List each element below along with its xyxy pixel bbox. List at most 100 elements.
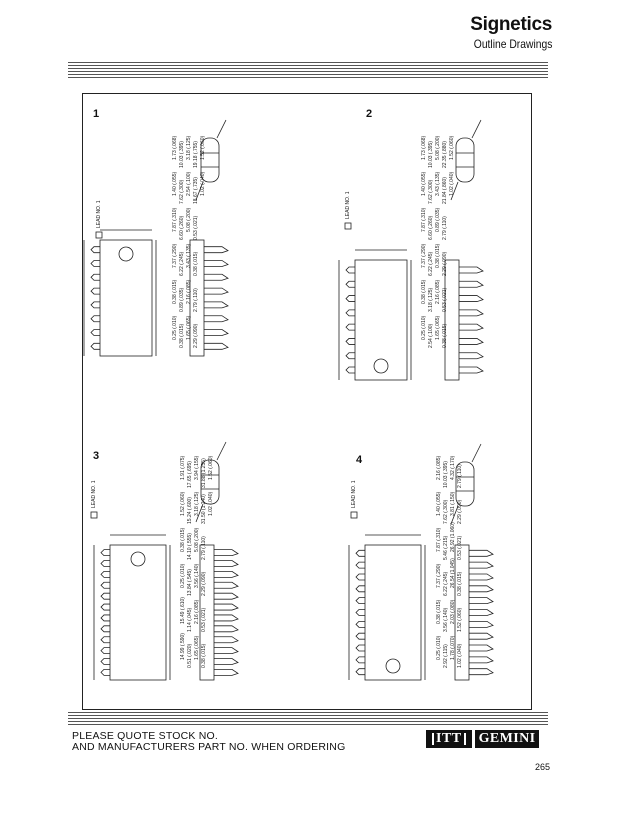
- dimension-label: 1.02 (.040): [457, 643, 463, 668]
- pin-left: [355, 549, 365, 557]
- figure-3-drawing: LEAD NO. 11.91 (.075)1.52 (.060)0.38 (.0…: [90, 441, 239, 681]
- dimension-label: 0.38 (.015): [457, 571, 463, 596]
- dimension-label: 2.16 (.085): [186, 279, 192, 304]
- pin-left: [355, 656, 365, 664]
- top-rule-divider: [68, 62, 548, 80]
- pin-left: [90, 287, 100, 295]
- dimension-label: 1.73 (.068): [172, 135, 178, 160]
- dimension-label: 0.38 (.015): [421, 279, 427, 304]
- dimension-label: 2.79 (.110): [457, 464, 463, 488]
- dimension-label: 6.60 (.260): [179, 215, 185, 240]
- dimension-label: 10.03 (.395): [179, 141, 185, 168]
- dimension-label: 1.78 (.070): [450, 635, 456, 660]
- package-top-view: [99, 239, 153, 357]
- dimension-label: 2.03 (.080): [450, 599, 456, 624]
- pin-side: [469, 573, 494, 581]
- pin-left: [355, 644, 365, 652]
- pin-side: [459, 266, 484, 274]
- pin1-notch: [118, 246, 134, 262]
- dimension-label: 3.43 (.135): [186, 243, 192, 268]
- pin-left: [345, 352, 355, 360]
- dimension-label: 1.40 (.055): [172, 171, 178, 196]
- dimension-label: 2.54 (.100): [428, 323, 434, 348]
- pin-left: [90, 329, 100, 336]
- pin-left: [345, 280, 355, 288]
- pin-side: [459, 309, 484, 317]
- dimension-label: 2.16 (.085): [435, 279, 441, 304]
- pin-side: [469, 585, 494, 593]
- pin-side: [214, 592, 239, 600]
- dimension-label: 10.03 (.395): [443, 461, 449, 488]
- dimension-label: 2.29 (.090): [442, 251, 448, 276]
- dimension-label: 0.25 (.010): [180, 563, 186, 588]
- pin-left: [90, 342, 100, 350]
- dimension-label: 0.38 (.015): [436, 599, 442, 624]
- pin-left: [100, 647, 110, 655]
- figure-2-drawing: LEAD NO. 11.73 (.068)1.40 (.055)7.87 (.3…: [338, 119, 484, 381]
- pin-left: [100, 668, 110, 676]
- dimension-label: 0.89 (.035): [179, 287, 185, 312]
- dimension-label: 1.52 (.060): [180, 491, 186, 516]
- pin-side: [469, 632, 494, 640]
- end-view-lead: [450, 181, 459, 201]
- lead-marker-box: [90, 511, 98, 519]
- dimension-label: 1.02 (.040): [449, 171, 455, 196]
- dimension-label: 2.16 (.085): [194, 599, 200, 624]
- pin-left: [100, 549, 110, 557]
- package-end-view: [455, 461, 475, 507]
- pin-left: [355, 585, 365, 593]
- pin-left: [100, 592, 110, 600]
- dimension-label: 0.38 (.015): [180, 527, 186, 552]
- pin-left: [355, 609, 365, 616]
- pin-side: [469, 620, 494, 628]
- pin-side: [204, 329, 229, 336]
- ordering-note-line-1: PLEASE QUOTE STOCK NO.: [72, 730, 218, 742]
- page-number: 265: [534, 762, 550, 772]
- pin-left: [345, 266, 355, 274]
- pin-side: [469, 549, 494, 557]
- dimension-label: 0.38 (.015): [201, 643, 207, 668]
- dimension-label: 6.22 (.245): [443, 571, 449, 596]
- pin-left: [355, 561, 365, 569]
- pin-side: [204, 301, 229, 309]
- dimension-label: 3.18 (.125): [194, 491, 200, 516]
- dimension-label: 14.99 (.590): [180, 633, 186, 660]
- gemini-logo: GEMINI: [474, 730, 540, 748]
- lead-no-1-label: LEAD NO. 1: [96, 200, 102, 228]
- dimension-label: 1.14 (.045): [187, 607, 193, 632]
- dimension-label: 0.53 (.021): [457, 535, 463, 560]
- pin-side: [214, 647, 239, 655]
- pin-side: [469, 644, 494, 652]
- dimension-label: 5.08 (.200): [194, 527, 200, 552]
- pin-left: [345, 309, 355, 317]
- dimension-label: 15.24 (.600): [187, 497, 193, 524]
- dimension-label: 31.50 (1.240): [201, 494, 207, 524]
- dimension-label: 2.79 (.110): [442, 216, 448, 240]
- dimension-label: 2.29 (.090): [457, 499, 463, 524]
- dimension-label: 6.22 (.245): [428, 251, 434, 276]
- dimension-label: 3.94 (.155): [194, 455, 200, 480]
- figure-number-4: 4: [356, 454, 363, 466]
- pin-side: [214, 625, 239, 633]
- pin-left: [355, 597, 365, 605]
- pin-left: [355, 620, 365, 628]
- dimension-label: 2.16 (.085): [436, 455, 442, 480]
- pin-left: [100, 658, 110, 665]
- pin-side: [204, 260, 229, 267]
- pin-side: [204, 246, 229, 254]
- pin-side: [469, 609, 494, 616]
- dimension-label: 7.62 (.300): [179, 179, 185, 204]
- package-side-view: [189, 239, 205, 357]
- pin-side: [214, 560, 239, 567]
- pin-side: [214, 636, 239, 644]
- dimension-label: 0.25 (.010): [436, 635, 442, 660]
- pin-left: [100, 570, 110, 578]
- pin-side: [459, 295, 484, 302]
- package-end-view: [200, 459, 220, 505]
- dimension-label: 1.52 (.060): [457, 607, 463, 632]
- pin-left: [355, 573, 365, 581]
- pin-left: [100, 625, 110, 633]
- brand-subtitle: Outline Drawings: [473, 37, 552, 51]
- end-view-lead: [195, 181, 204, 201]
